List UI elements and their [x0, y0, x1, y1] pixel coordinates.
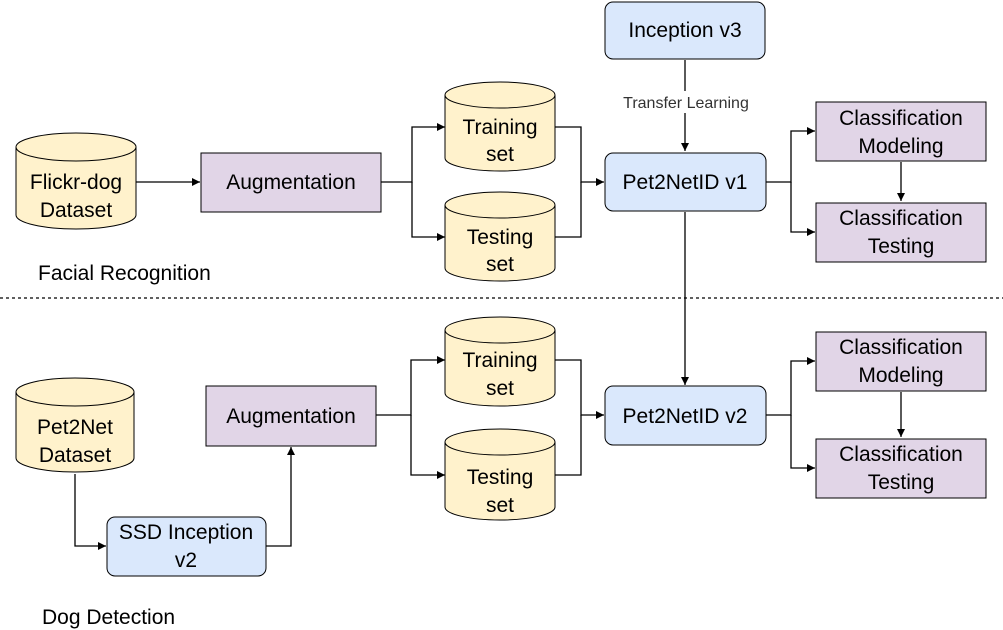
flickr-dataset-line-2: Dataset	[40, 199, 113, 222]
flickr-dog-dataset-cylinder: Flickr-dog Dataset	[15, 132, 137, 230]
inception-v3-box: Inception v3	[604, 1, 766, 60]
pet2netid-v2-box: Pet2NetID v2	[604, 385, 767, 446]
pet2netid-v1-box: Pet2NetID v1	[604, 152, 767, 212]
testing-line-1: Classification	[839, 207, 963, 230]
svg-text:Pet2NetID v1: Pet2NetID v1	[623, 171, 748, 194]
augmentation-box-top: Augmentation	[200, 152, 382, 213]
edge-augmentation2-to-testing	[410, 415, 445, 479]
testing2-line-2: set	[486, 494, 514, 517]
svg-text:Inception v3: Inception v3	[628, 19, 741, 42]
testing3-line-1: Classification	[839, 443, 963, 466]
svg-text:Augmentation: Augmentation	[226, 171, 356, 194]
classification-modeling-box-bottom: Classification Modeling	[815, 331, 987, 392]
flickr-dataset-line-1: Flickr-dog	[30, 171, 122, 194]
modeling-line-1: Classification	[839, 107, 963, 130]
testing-line-2: Testing	[868, 235, 935, 258]
modeling2-line-2: Modeling	[858, 364, 943, 387]
classification-modeling-box-top: Classification Modeling	[815, 101, 987, 162]
svg-text:Pet2NetID v2: Pet2NetID v2	[623, 405, 748, 428]
edge-augmentation2-to-training	[376, 356, 445, 416]
testing2-line-1: Testing	[467, 466, 534, 489]
training-set-cylinder-bottom: Training set	[444, 316, 556, 407]
ssd-line-1: SSD Inception	[119, 521, 253, 544]
classification-testing-box-top: Classification Testing	[815, 202, 987, 263]
pet2net-dataset-line-2: Dataset	[39, 444, 112, 467]
ssd-inception-v2-box: SSD Inception v2	[106, 516, 267, 577]
augmentation-box-bottom: Augmentation	[205, 385, 377, 447]
testing-set-line-1: Testing	[467, 226, 534, 249]
edge-ssd-to-augmentation	[266, 447, 295, 547]
facial-recognition-label: Facial Recognition	[38, 262, 211, 285]
testing-set-line-2: set	[486, 253, 514, 276]
training2-line-1: Training	[462, 349, 537, 372]
edge-testing2-to-pet2netid-v2	[555, 415, 582, 476]
edge-augmentation-to-testing	[411, 182, 445, 241]
pet2net-dataset-cylinder: Pet2Net Dataset	[15, 377, 135, 473]
modeling2-line-1: Classification	[839, 336, 963, 359]
pet2net-dataset-line-1: Pet2Net	[37, 416, 113, 439]
edge-pet2net-to-ssd	[74, 474, 106, 550]
testing-set-cylinder-top: Testing set	[444, 191, 556, 282]
svg-text:Augmentation: Augmentation	[226, 405, 356, 428]
dog-detection-label: Dog Detection	[42, 606, 175, 629]
edge-pet2netid-v1-to-testing	[790, 182, 815, 236]
edge-pet2netid-v1-to-modeling	[766, 127, 815, 183]
training2-line-2: set	[486, 377, 514, 400]
classification-testing-box-bottom: Classification Testing	[815, 438, 987, 499]
transfer-learning-label-bg	[612, 91, 758, 113]
edge-augmentation-to-training	[381, 123, 445, 183]
edge-training2-to-pet2netid-v2	[555, 359, 604, 419]
training-set-cylinder-top: Training set	[444, 81, 556, 172]
edge-pet2netid-v2-to-testing	[790, 415, 815, 472]
testing-set-cylinder-bottom: Testing set	[444, 428, 556, 521]
connectors	[0, 60, 1003, 550]
edge-training-to-pet2netid-v1	[555, 126, 604, 186]
testing3-line-2: Testing	[868, 471, 935, 494]
ssd-line-2: v2	[175, 549, 197, 572]
modeling-line-2: Modeling	[858, 135, 943, 158]
edge-pet2netid-v2-to-modeling	[766, 357, 815, 416]
training-set-line-2: set	[486, 143, 514, 166]
training-set-line-1: Training	[462, 116, 537, 139]
transfer-learning-label: Transfer Learning	[623, 95, 749, 112]
edge-testing-to-pet2netid-v1	[555, 182, 582, 238]
